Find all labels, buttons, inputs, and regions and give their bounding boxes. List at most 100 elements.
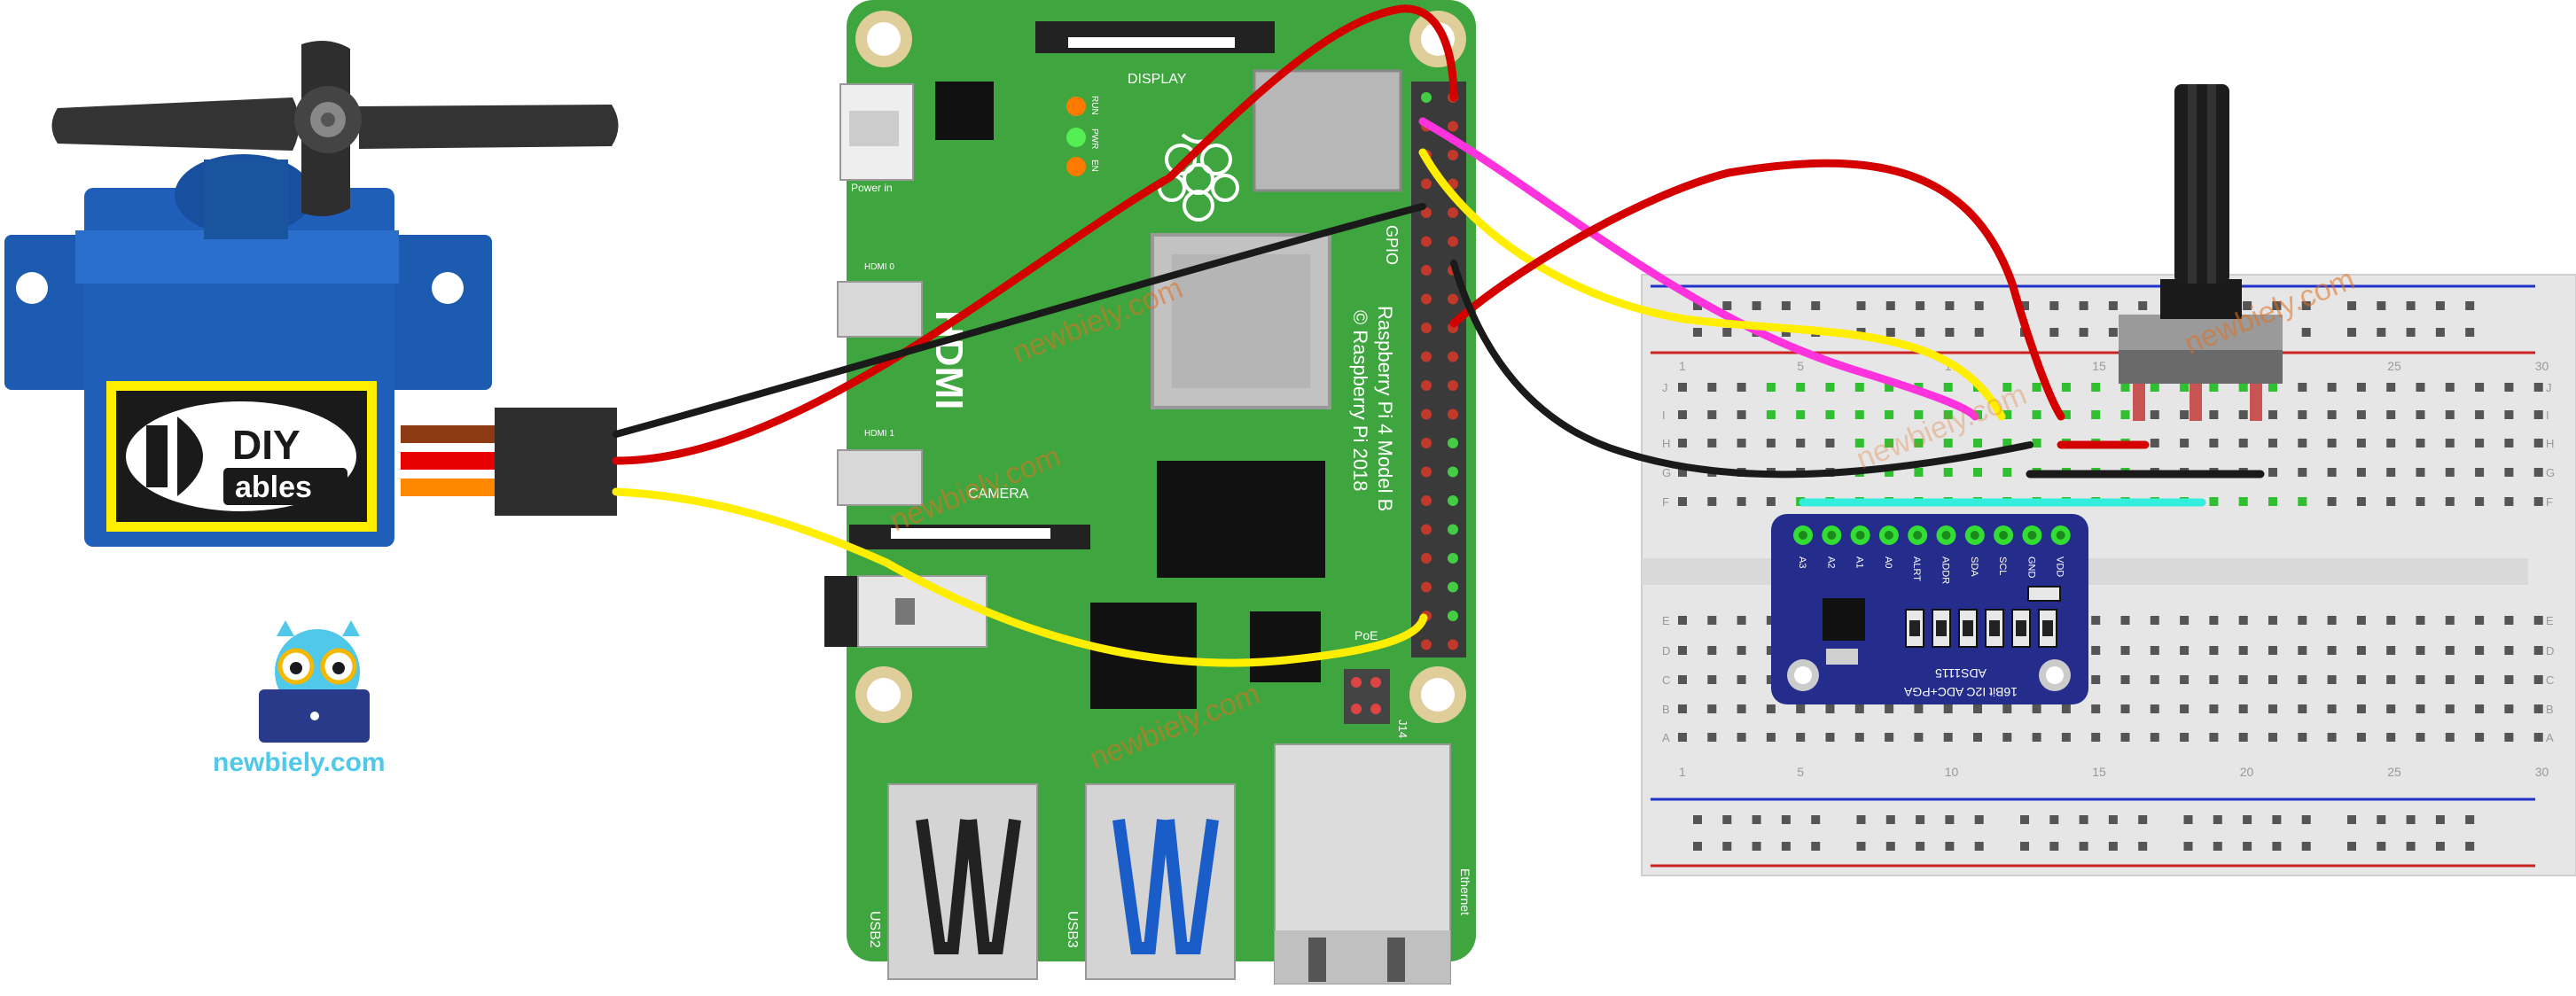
- row-label: J: [1662, 381, 1668, 394]
- breadboard-hole: [2386, 733, 2396, 742]
- breadboard-hole: [2445, 383, 2455, 392]
- breadboard-hole: [2533, 439, 2543, 447]
- breadboard-hole: [2238, 439, 2248, 447]
- row-label: A: [2546, 731, 2554, 744]
- breadboard-hole: [2475, 704, 2485, 713]
- row-label: C: [2546, 673, 2554, 687]
- breadboard-hole: [2504, 497, 2514, 506]
- rail-hole: [1945, 301, 1955, 310]
- breadboard-hole: [2268, 410, 2277, 419]
- breadboard-hole: [1825, 410, 1835, 419]
- wire-red-servo-power: [612, 4, 1458, 465]
- breadboard-hole: [1678, 497, 1687, 506]
- breadboard-hole: [2180, 675, 2190, 684]
- gpio-pin: [1421, 236, 1432, 247]
- breadboard-hole: [2120, 646, 2130, 655]
- rail-hole: [2272, 301, 2282, 310]
- breadboard-hole: [1854, 383, 1864, 392]
- breadboard-hole: [1707, 675, 1717, 684]
- breadboard-hole: [1943, 468, 1953, 477]
- breadboard-hole: [2238, 704, 2248, 713]
- rail-hole: [2049, 842, 2059, 851]
- ads-resistor-body: [2042, 620, 2053, 636]
- breadboard-hole: [2475, 646, 2485, 655]
- ads-resistor-body: [1909, 620, 1920, 636]
- ads-pin-hole: [1913, 531, 1923, 540]
- breadboard-hole: [2298, 733, 2307, 742]
- rail-hole: [1811, 842, 1821, 851]
- breadboard-hole: [1678, 616, 1687, 625]
- breadboard-hole: [1766, 733, 1776, 742]
- breadboard-hole: [2209, 410, 2219, 419]
- gpio-pin: [1421, 380, 1432, 391]
- breadboard-hole: [2533, 704, 2543, 713]
- breadboard-hole: [2445, 439, 2455, 447]
- row-label: H: [1662, 437, 1670, 450]
- ads-pin-label: A3: [1797, 556, 1807, 568]
- breadboard-hole: [2120, 383, 2130, 392]
- rail-hole: [2301, 301, 2311, 310]
- wires: [612, 4, 2065, 667]
- rail-hole: [2049, 301, 2059, 310]
- breadboard-hole: [2445, 733, 2455, 742]
- breadboard-hole: [1854, 704, 1864, 713]
- rail-hole: [1722, 328, 1732, 337]
- breadboard-hole: [2356, 616, 2366, 625]
- breadboard-hole: [1766, 675, 1776, 684]
- breadboard-hole: [2120, 733, 2130, 742]
- breadboard-hole: [2504, 646, 2514, 655]
- rail-hole: [1945, 842, 1955, 851]
- rail-hole: [1916, 328, 1925, 337]
- breadboard-hole: [1678, 646, 1687, 655]
- rail-hole: [1856, 301, 1866, 310]
- ads-pin-hole: [1855, 531, 1865, 540]
- rail-hole: [1693, 301, 1702, 310]
- row-label: A: [1662, 731, 1670, 744]
- breadboard-hole: [2298, 383, 2307, 392]
- breadboard-hole: [1737, 497, 1746, 506]
- rail-hole: [2301, 328, 2311, 337]
- breadboard-hole: [1885, 468, 1894, 477]
- breadboard-hole: [2120, 616, 2130, 625]
- gpio-pin: [1421, 293, 1432, 305]
- breadboard-hole: [2268, 733, 2277, 742]
- row-label: J: [2546, 381, 2552, 394]
- breadboard-hole: [2209, 616, 2219, 625]
- breadboard-hole: [1766, 383, 1776, 392]
- rail-hole: [2377, 328, 2386, 337]
- breadboard-hole: [2238, 410, 2248, 419]
- breadboard-hole: [1885, 410, 1894, 419]
- column-number: 20: [2240, 765, 2254, 779]
- breadboard-hole: [2120, 675, 2130, 684]
- rail-hole: [2108, 815, 2118, 824]
- breadboard-hole: [2416, 733, 2425, 742]
- servo-motor: DIY ables: [4, 41, 619, 547]
- gpio-pin: [1448, 611, 1458, 621]
- column-number: 1: [1679, 359, 1686, 373]
- gpio-pin: [1421, 466, 1432, 478]
- breadboard-hole: [2416, 675, 2425, 684]
- led-run-label: RUN: [1089, 96, 1099, 115]
- ads-resistor-body: [2016, 620, 2026, 636]
- breadboard-hole: [2386, 704, 2396, 713]
- rail-hole: [2377, 301, 2386, 310]
- breadboard-hole: [2475, 497, 2485, 506]
- row-label: G: [1662, 466, 1671, 479]
- wire-red-potentiometer: [1449, 159, 2065, 421]
- breadboard-hole: [2416, 410, 2425, 419]
- breadboard-hole: [2445, 497, 2455, 506]
- breadboard-hole: [1796, 410, 1806, 419]
- ads-resistor: [2027, 586, 2061, 602]
- breadboard-hole: [1737, 675, 1746, 684]
- breadboard-hole: [1678, 410, 1687, 419]
- breadboard-hole: [2504, 704, 2514, 713]
- breadboard-hole: [1737, 646, 1746, 655]
- rail-hole: [2435, 328, 2445, 337]
- rail-hole: [2138, 815, 2148, 824]
- breadboard-hole: [2445, 468, 2455, 477]
- breadboard-hole: [2209, 675, 2219, 684]
- rail-hole: [2020, 301, 2029, 310]
- row-label: D: [2546, 644, 2554, 658]
- breadboard-hole: [2268, 383, 2277, 392]
- ads-pin-hole: [1999, 531, 2009, 540]
